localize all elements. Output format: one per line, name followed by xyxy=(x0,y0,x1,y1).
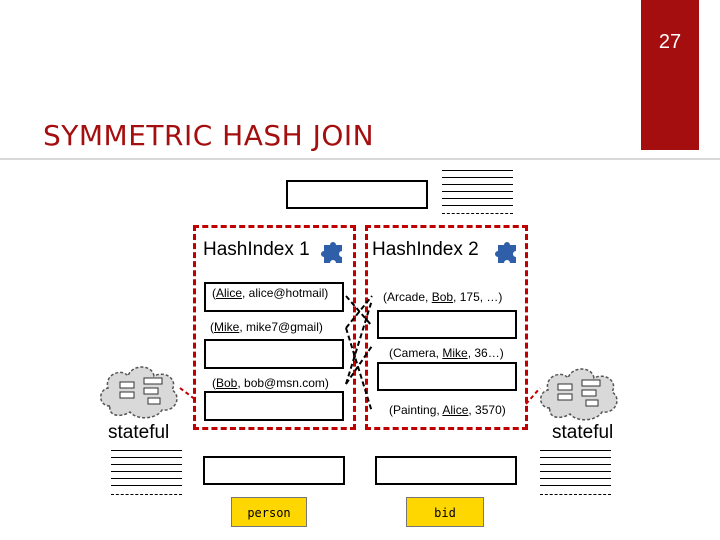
index1-row-3: (Bob, bob@msn.com) xyxy=(212,376,329,390)
slide-number: 27 xyxy=(641,0,699,150)
hashindex2-header: HashIndex 2 xyxy=(372,239,479,260)
index1-bucket-2 xyxy=(204,339,344,369)
index2-bucket-1 xyxy=(377,310,517,339)
output-stack xyxy=(442,170,513,214)
index1-bucket-1 xyxy=(204,282,344,312)
index1-row-2: (Mike, mike7@gmail) xyxy=(210,320,323,334)
puzzle-icon xyxy=(320,237,348,265)
bid-table-tag: bid xyxy=(406,497,484,527)
stateful-left-label: stateful xyxy=(108,422,170,443)
index2-row-3: (Painting, Alice, 3570) xyxy=(389,403,506,417)
left-tuple-stack xyxy=(111,450,182,496)
hashindex2-region xyxy=(365,225,528,430)
cloud-icon xyxy=(536,362,622,424)
bid-input-box xyxy=(375,456,517,485)
person-input-box xyxy=(203,456,345,485)
hashindex1-region xyxy=(193,225,356,430)
stateful-right-label: stateful xyxy=(552,422,614,443)
index1-bucket-3 xyxy=(204,391,344,421)
right-tuple-stack xyxy=(540,450,611,496)
puzzle-icon xyxy=(494,237,522,265)
index1-row-1: (Alice, alice@hotmail) xyxy=(212,286,329,300)
hashindex1-header: HashIndex 1 xyxy=(203,239,310,260)
index2-row-1: (Arcade, Bob, 175, …) xyxy=(383,290,503,304)
output-box xyxy=(286,180,428,209)
index2-bucket-2 xyxy=(377,362,517,391)
index2-row-2: (Camera, Mike, 36…) xyxy=(389,346,504,360)
slide-title: SYMMETRIC HASH JOIN xyxy=(43,119,375,152)
person-table-tag: person xyxy=(231,497,307,527)
title-divider xyxy=(0,158,720,160)
cloud-icon xyxy=(96,360,182,422)
